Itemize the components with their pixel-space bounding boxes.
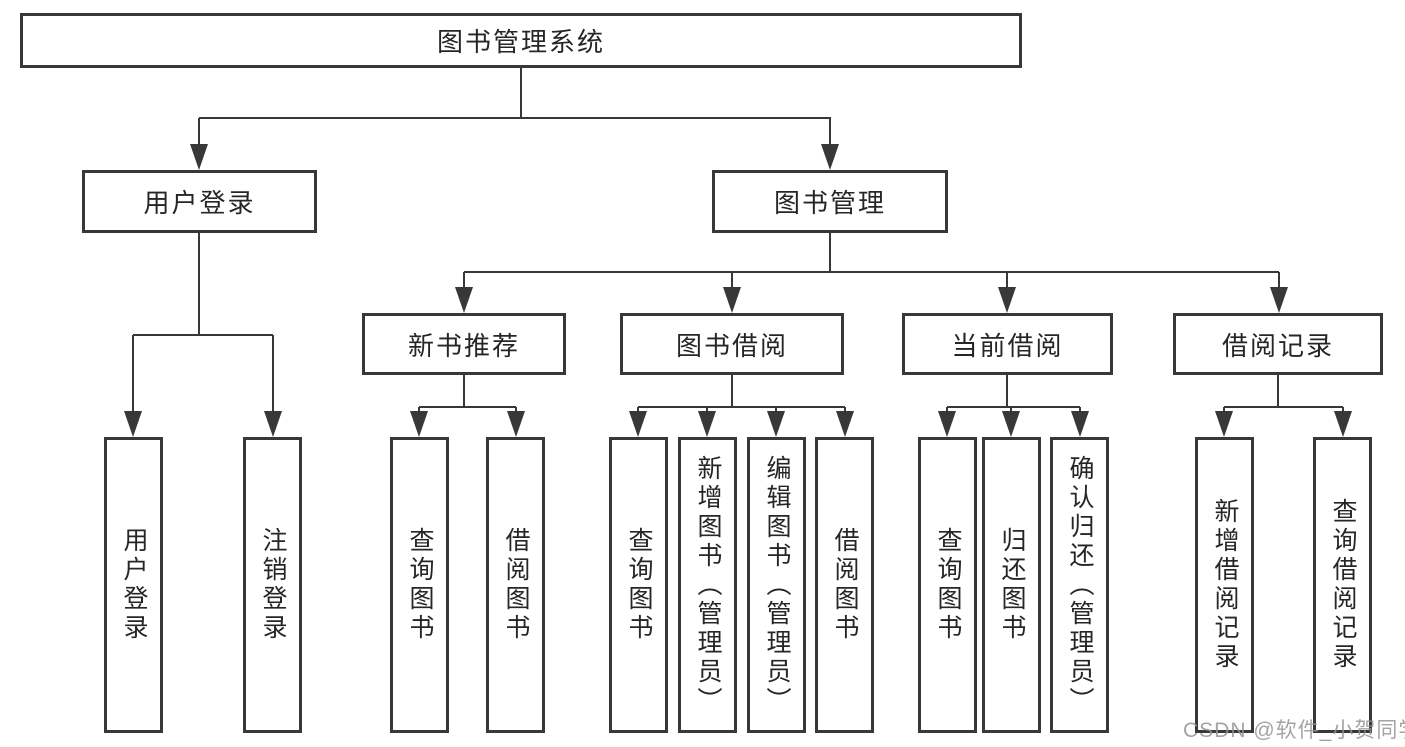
connector-drop-current-borrowing — [1006, 272, 1008, 292]
arrowhead-edit-books-admin — [767, 411, 785, 437]
arrowhead-borrow-books-recommend — [507, 411, 525, 437]
leaf-logout: 注销登录 — [243, 437, 302, 733]
node-book-borrowing: 图书借阅 — [620, 313, 844, 375]
connector-root-stem — [520, 68, 522, 118]
arrowhead-leaf-logout — [264, 411, 282, 437]
arrowhead-query-borrow-record — [1334, 411, 1352, 437]
arrowhead-borrow-books — [836, 411, 854, 437]
connector-drop-leaf-user-login — [132, 335, 134, 413]
node-label: 新增图书（管理员） — [694, 454, 722, 716]
arrowhead-add-borrow-record — [1215, 411, 1233, 437]
leaf-query-books-borrowing: 查询图书 — [609, 437, 668, 733]
node-library-management-system: 图书管理系统 — [20, 13, 1022, 68]
connector-borrow-records-stem — [1277, 375, 1279, 408]
leaf-borrow-books: 借阅图书 — [815, 437, 874, 733]
node-label: 注销登录 — [259, 527, 287, 643]
watermark: CSDN @软件_小贺同学 — [1183, 719, 1405, 742]
node-label: 用户登录 — [143, 188, 256, 218]
node-label: 查询借阅记录 — [1329, 498, 1357, 672]
connector-drop-book-borrowing — [731, 272, 733, 292]
node-current-borrowing: 当前借阅 — [902, 313, 1113, 375]
connector-user-login-stem — [198, 233, 200, 335]
connector-borrow-records-rail — [1224, 406, 1343, 408]
node-label: 确认归还（管理员） — [1066, 454, 1094, 716]
connector-current-borrowing-stem — [1006, 375, 1008, 408]
node-new-book-recommendation: 新书推荐 — [362, 313, 566, 375]
connector-current-borrowing-rail — [947, 406, 1080, 408]
arrowhead-current-borrowing — [998, 287, 1016, 313]
node-label: 编辑图书（管理员） — [763, 454, 791, 716]
arrowhead-new-book — [455, 287, 473, 313]
leaf-return-books: 归还图书 — [982, 437, 1041, 733]
node-label: 借阅图书 — [502, 527, 530, 643]
arrowhead-add-books-admin — [698, 411, 716, 437]
node-label: 查询图书 — [625, 527, 653, 643]
node-book-management: 图书管理 — [712, 170, 948, 233]
connector-level2-rail — [199, 117, 831, 119]
node-label: 查询图书 — [934, 527, 962, 643]
connector-user-login-rail — [133, 334, 273, 336]
connector-drop-new-book — [463, 272, 465, 292]
connector-drop-user-login — [198, 118, 200, 148]
connector-book-borrowing-rail — [638, 406, 845, 408]
arrowhead-book-management — [821, 144, 839, 170]
connector-book-management-stem — [829, 233, 831, 273]
arrowhead-query-books-borrowing — [629, 411, 647, 437]
arrowhead-borrow-records — [1270, 287, 1288, 313]
arrowhead-return-books — [1002, 411, 1020, 437]
node-label: 新增借阅记录 — [1211, 498, 1239, 672]
connector-level3-rail — [464, 271, 1279, 273]
node-label: 归还图书 — [998, 527, 1026, 643]
connector-book-borrowing-stem — [731, 375, 733, 408]
arrowhead-query-books-current — [938, 411, 956, 437]
node-borrow-records: 借阅记录 — [1173, 313, 1383, 375]
leaf-edit-books-admin: 编辑图书（管理员） — [747, 437, 806, 733]
connector-drop-book-management — [829, 118, 831, 148]
leaf-add-books-admin: 新增图书（管理员） — [678, 437, 737, 733]
node-label: 图书借阅 — [675, 330, 788, 361]
leaf-add-borrow-record: 新增借阅记录 — [1195, 437, 1254, 733]
arrowhead-book-borrowing — [723, 287, 741, 313]
node-user-login: 用户登录 — [82, 170, 317, 233]
connector-new-book-rail — [419, 406, 516, 408]
node-label: 用户登录 — [120, 527, 148, 643]
arrowhead-confirm-return-admin — [1071, 411, 1089, 437]
connector-new-book-stem — [463, 375, 465, 408]
node-label: 借阅记录 — [1221, 330, 1334, 361]
node-label: 查询图书 — [406, 527, 434, 643]
node-label: 借阅图书 — [831, 527, 859, 643]
node-label: 图书管理系统 — [436, 27, 605, 57]
arrowhead-leaf-user-login — [124, 411, 142, 437]
leaf-query-books-current: 查询图书 — [918, 437, 977, 733]
connector-drop-leaf-logout — [272, 335, 274, 413]
leaf-query-books-recommend: 查询图书 — [390, 437, 449, 733]
leaf-query-borrow-record: 查询借阅记录 — [1313, 437, 1372, 733]
node-label: 新书推荐 — [407, 330, 520, 361]
leaf-borrow-books-recommend: 借阅图书 — [486, 437, 545, 733]
node-label: 当前借阅 — [951, 330, 1064, 361]
connector-drop-borrow-records — [1278, 272, 1280, 292]
arrowhead-query-books-recommend — [410, 411, 428, 437]
leaf-confirm-return-admin: 确认归还（管理员） — [1050, 437, 1109, 733]
node-label: 图书管理 — [773, 188, 886, 218]
leaf-user-login: 用户登录 — [104, 437, 163, 733]
arrowhead-user-login — [190, 144, 208, 170]
